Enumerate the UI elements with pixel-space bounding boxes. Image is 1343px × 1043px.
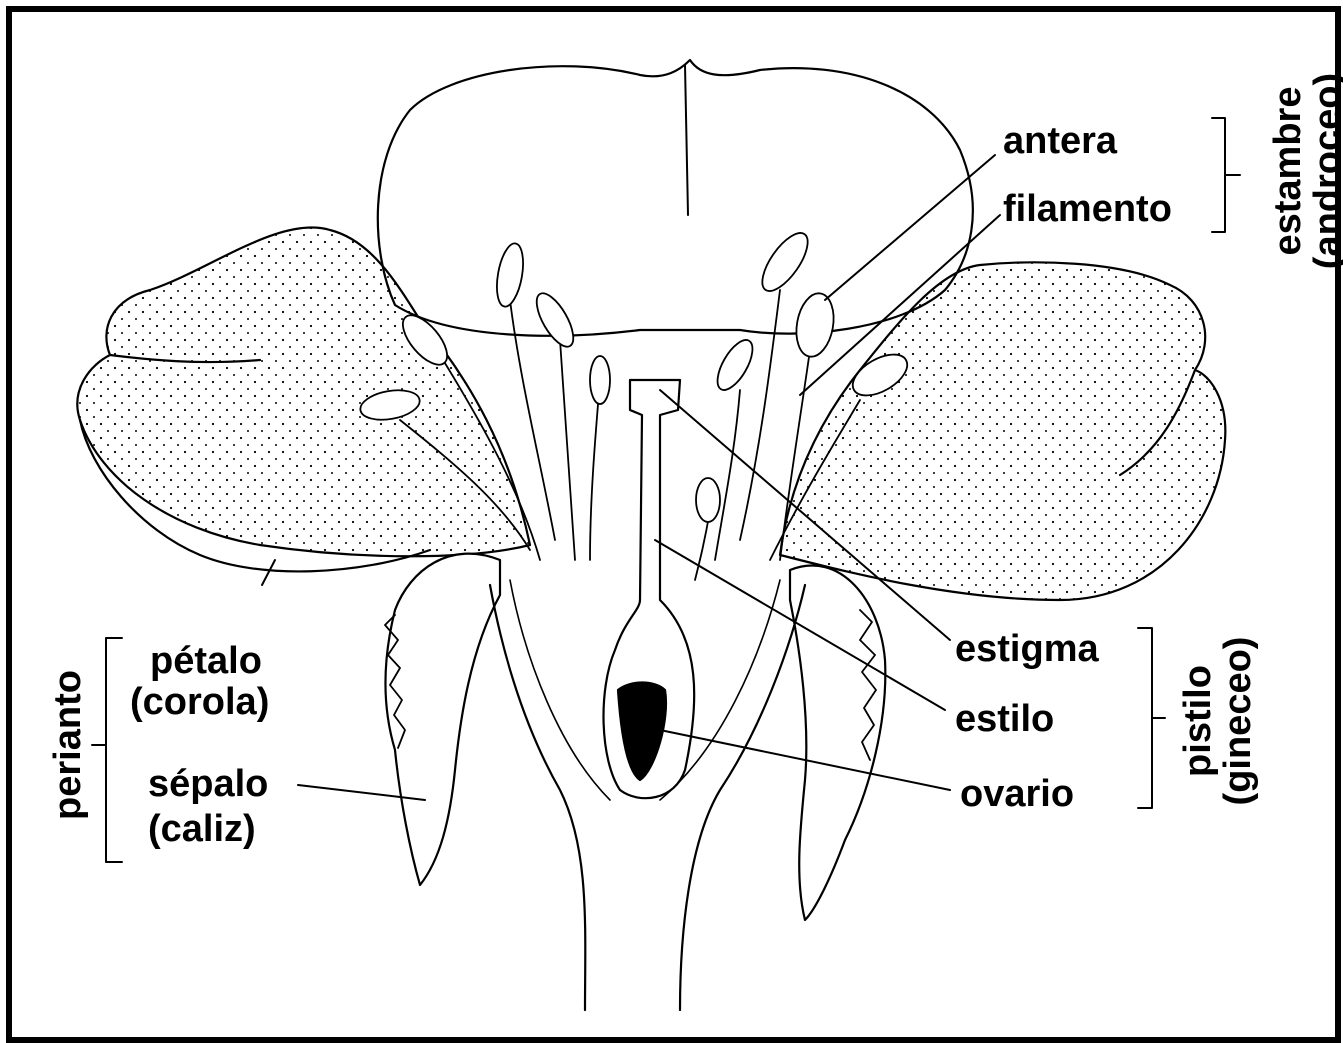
label-perianto: perianto [49, 655, 91, 835]
label-antera: antera [1003, 122, 1117, 160]
pistilo-bracket [1138, 628, 1165, 808]
label-sepalo: sépalo [148, 765, 268, 803]
label-ovario: ovario [960, 775, 1074, 813]
estambre-bracket [1212, 118, 1240, 232]
back-petal [378, 60, 973, 336]
perianto-bracket [92, 638, 122, 862]
label-estambre: estambre [1269, 61, 1311, 281]
label-corola: (corola) [130, 683, 269, 721]
label-petalo: pétalo [150, 642, 262, 680]
label-androceo: (androceo) [1309, 61, 1343, 281]
receptacle [490, 585, 585, 1010]
label-filamento: filamento [1003, 190, 1172, 228]
label-pistilo: pistilo [1179, 621, 1221, 821]
label-gineceo: (gineceo) [1219, 621, 1261, 821]
label-estigma: estigma [955, 630, 1099, 668]
right-sepal [790, 566, 885, 920]
label-estilo: estilo [955, 700, 1054, 738]
right-petal [780, 262, 1225, 600]
left-sepal [386, 554, 500, 885]
label-caliz: (caliz) [148, 810, 256, 848]
